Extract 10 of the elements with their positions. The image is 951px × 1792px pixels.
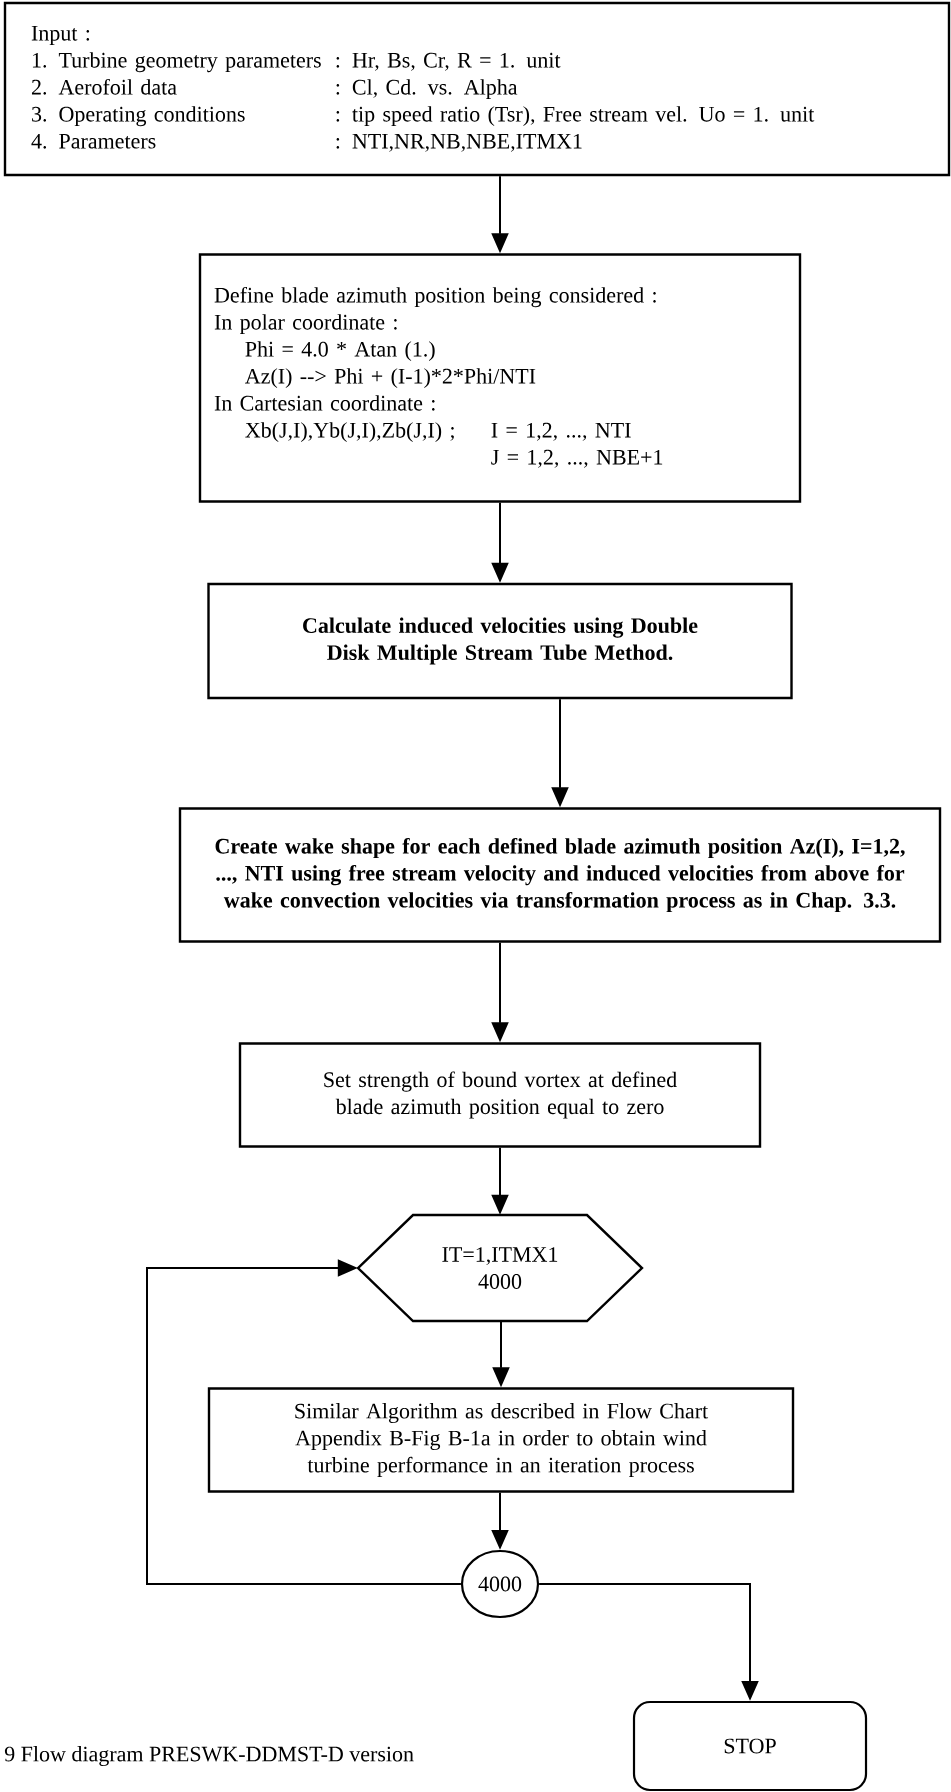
input-box: Input : 1. Turbine geometry parameters : Hr, Bs, Cr, R = 1. unit 2. Aerofoil data : Cl, Cd. vs. Alpha 3. Operating conditions : tip speed ratio (Tsr), Free stream vel. Uo = 1. unit 4. Parameters : NTI,NR,NB,NBE,ITMX1: [3, 1, 951, 177]
terminal-box: STOP: [632, 1700, 868, 1792]
process-box: Calculate induced velocities using Double Disk Multiple Stream Tube Method.: [207, 582, 793, 700]
process-box: Set strength of bound vortex at defined blade azimuth position equal to zero: [238, 1042, 762, 1148]
process-box: Create wake shape for each defined blade azimuth position Az(I), I=1,2, ..., NTI using free stream velocity and induced velocities from above for wake convection velocities via transformation process as in Chap. 3.3.: [178, 807, 942, 943]
process-box: Define blade azimuth position being considered : In polar coordinate : Phi = 4.0 * Atan (1.) Az(I) --> Phi + (I-1)*2*Phi/NTI In Cartesian coordinate : Xb(J,I),Yb(J,I),Zb(J,I) ; I = 1,2, ..., NTI J = 1,2, ..., NBE+1: [198, 253, 802, 503]
arrow: [146, 1259, 462, 1585]
caption: 9 Flow diagram PRESWK-DDMST-D version: [4, 1746, 414, 1767]
loop-hexagon: IT=1,ITMX1 4000: [356, 1213, 644, 1323]
process-box: Similar Algorithm as described in Flow Chart Appendix B-Fig B-1a in order to obtain wind turbine performance in an iteration process: [207, 1387, 795, 1493]
